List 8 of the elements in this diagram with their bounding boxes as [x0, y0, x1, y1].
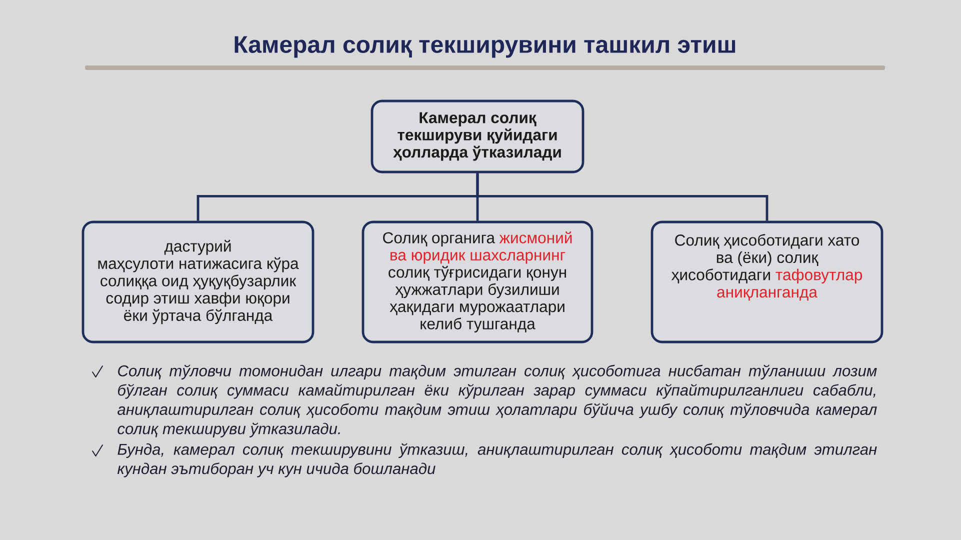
- note-text: Бунда, камерал солиқ текширувини ўтказиш, аниқлаштирилган солиқ ҳисоботи тақдим этилган кундан эътиборан уч кун ичида бошланади: [117, 443, 877, 478]
- process-box: дастурий маҳсулоти натижасига кўра солиққа оид ҳуқуқбузарлик содир этиш хавфи юқори ёки ўртача бўлганда: [82, 220, 314, 344]
- process-box: Камерал солиқ текшируви қуйидаги ҳолларда ўтказилади: [370, 100, 584, 174]
- note-text: Солиқ тўловчи томонидан илгари тақдим этилган солиқ ҳисоботига нисбатан тўланиши лозим бўлган солиқ суммаси камайтирилган ёки кўрилган зарар суммаси кўпайтирилганлиги сабабли, аниқлаштирилган солиқ ҳисоботи тақдим этиш ҳолатлари бўйича ушбу солиқ тўловчида камерал солиқ текшируви ўтказилади.: [118, 364, 877, 438]
- process-box: Солиқ ҳисоботидаги хато ва (ёки) солиқ ҳисоботидаги тафовутлар аниқланганда: [650, 220, 884, 344]
- process-box: Солиқ органига жисмоний ва юридик шахсларнинг солиқ тўғрисидаги қонун ҳужжатлари бузилиши ҳақидаги мурожаатлари келиб тушганда: [362, 220, 594, 344]
- connector-line: [476, 173, 768, 221]
- title: Камерал солиқ текширувини ташкил этиш: [234, 36, 736, 58]
